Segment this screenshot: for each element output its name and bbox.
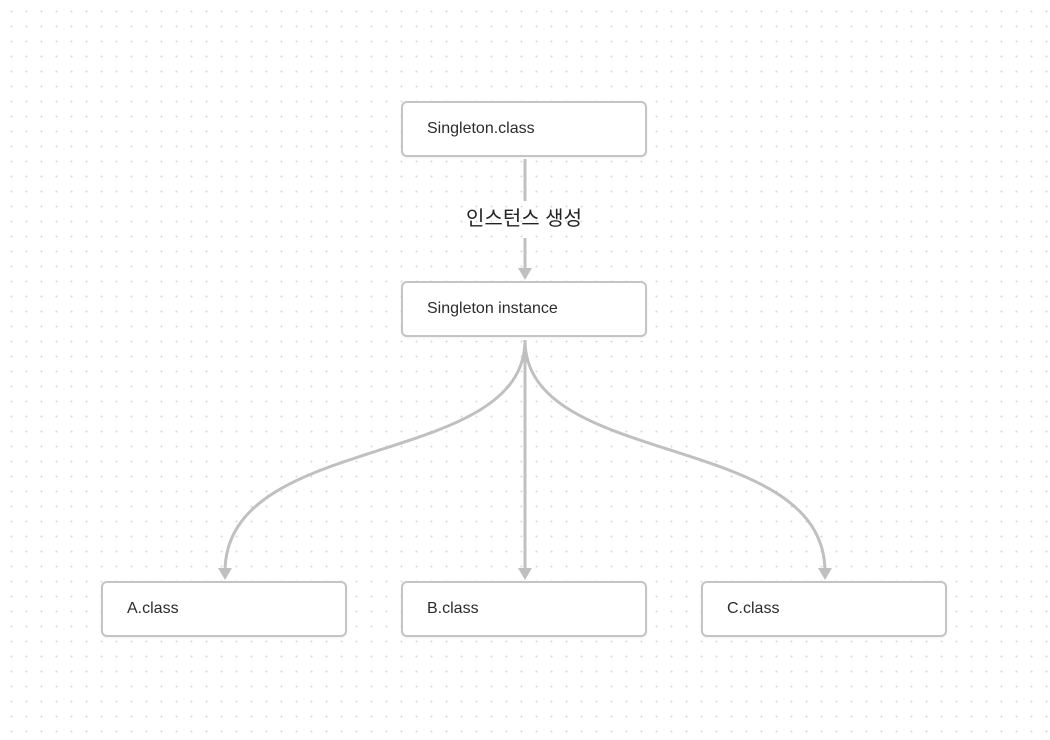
node-label: C.class xyxy=(727,600,780,617)
node-label: Singleton.class xyxy=(427,120,535,137)
node-singleton-class[interactable]: Singleton.class xyxy=(401,101,647,157)
edge-instance-to-c-class xyxy=(523,339,827,573)
arrowhead-b-class xyxy=(518,568,532,580)
node-singleton-instance[interactable]: Singleton instance xyxy=(401,281,647,337)
arrowhead-c-class xyxy=(818,568,832,580)
node-c-class[interactable]: C.class xyxy=(701,581,947,637)
node-b-class[interactable]: B.class xyxy=(401,581,647,637)
arrowhead-a-class xyxy=(218,568,232,580)
node-a-class[interactable]: A.class xyxy=(101,581,347,637)
edge-label-create-instance: 인스턴스 생성 xyxy=(466,208,582,230)
node-label: A.class xyxy=(127,600,179,617)
arrowhead-instance xyxy=(518,268,532,280)
edge-instance-to-a-class xyxy=(223,339,527,573)
node-label: Singleton instance xyxy=(427,300,558,317)
node-label: B.class xyxy=(427,600,479,617)
